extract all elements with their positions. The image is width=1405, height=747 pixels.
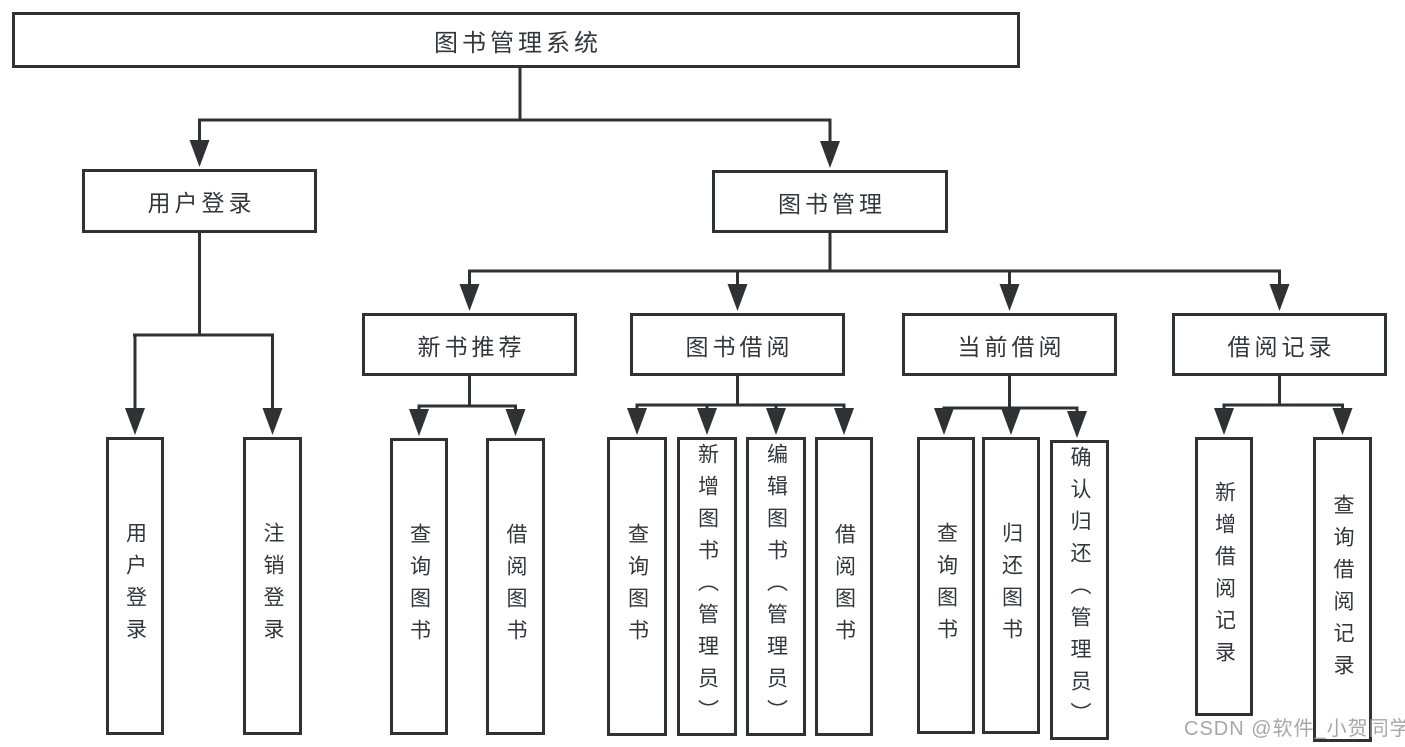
node-user-login: 用户登录 [82, 169, 317, 233]
node-label: 图书管理 [778, 190, 886, 217]
node-new-book-recommend: 新书推荐 [362, 313, 577, 376]
leaf-user-login: 用户登录 [106, 437, 164, 735]
node-label: 新书推荐 [417, 333, 526, 360]
node-book-borrow: 图书借阅 [630, 313, 845, 376]
node-label: 注销登录 [261, 522, 284, 650]
node-label: 归还图书 [999, 521, 1023, 650]
node-label: 用户登录 [123, 522, 147, 650]
node-label: 查询借阅记录 [1331, 493, 1354, 686]
node-label: 借阅图书 [504, 522, 527, 651]
node-label: 图书管理系统 [434, 29, 602, 57]
leaf-logout: 注销登录 [243, 437, 302, 735]
leaf-query-borrow-record: 查询借阅记录 [1313, 437, 1372, 742]
node-label: 确认归还（管理员） [1068, 446, 1091, 734]
node-current-borrow: 当前借阅 [902, 313, 1117, 376]
node-label: 当前借阅 [957, 333, 1066, 360]
node-label: 新增图书（管理员） [695, 442, 719, 731]
node-label: 图书借阅 [685, 333, 794, 360]
node-label: 新增借阅记录 [1212, 480, 1236, 673]
node-label: 借阅图书 [832, 522, 856, 651]
leaf-edit-book-admin: 编辑图书（管理员） [746, 437, 806, 736]
node-library-system: 图书管理系统 [12, 12, 1020, 68]
leaf-add-book-admin: 新增图书（管理员） [677, 437, 737, 736]
leaf-query-book-3: 查询图书 [917, 437, 975, 734]
leaf-borrow-book-2: 借阅图书 [815, 437, 873, 736]
node-label: 查询图书 [407, 522, 431, 651]
node-label: 查询图书 [625, 522, 649, 651]
node-label: 借阅记录 [1227, 333, 1336, 360]
leaf-borrow-book-1: 借阅图书 [486, 438, 545, 735]
leaf-query-book-2: 查询图书 [607, 437, 667, 736]
leaf-query-book-1: 查询图书 [390, 438, 448, 735]
node-book-management: 图书管理 [712, 170, 948, 233]
leaf-add-borrow-record: 新增借阅记录 [1195, 437, 1253, 716]
node-label: 用户登录 [147, 190, 256, 216]
watermark: CSDN @软件_小贺同学 [1184, 718, 1405, 740]
node-label: 编辑图书（管理员） [764, 442, 788, 731]
node-label: 查询图书 [934, 521, 958, 650]
leaf-confirm-return-admin: 确认归还（管理员） [1050, 440, 1109, 740]
leaf-return-book: 归还图书 [982, 437, 1040, 734]
node-borrow-records: 借阅记录 [1172, 313, 1387, 376]
